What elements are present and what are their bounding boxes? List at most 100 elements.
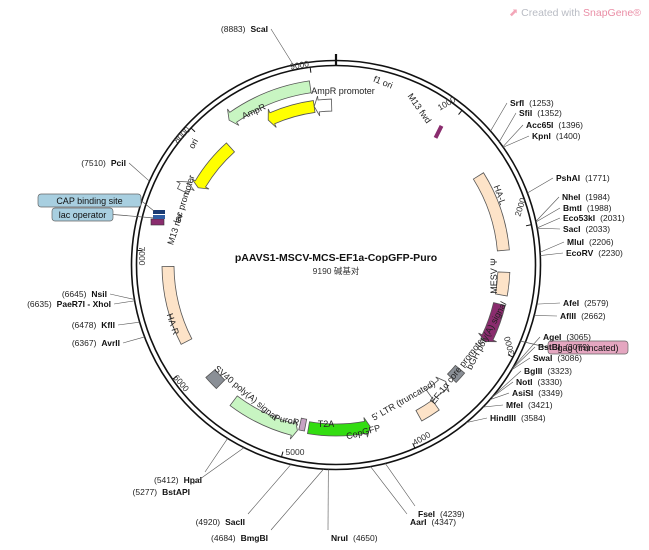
site-agei[interactable]: AgeI(3065): [512, 332, 591, 368]
site-position: (3065): [566, 332, 591, 342]
site-scai[interactable]: (8883)ScaI: [221, 24, 294, 66]
site-text: AarI(4347): [410, 517, 456, 527]
site-bstapi[interactable]: (5277)BstAPI: [133, 447, 245, 497]
site-pshai[interactable]: PshAI(1771): [527, 173, 610, 194]
feature-label: T2A: [318, 419, 335, 429]
site-kpni[interactable]: KpnI(1400): [503, 131, 581, 148]
site-saci[interactable]: SacI(2033): [537, 224, 610, 234]
site-mfei[interactable]: MfeI(3421): [483, 400, 553, 410]
boxed-label-gag-truncated-[interactable]: gag (truncated): [519, 340, 629, 355]
feature-ef-1-core-promoter-shape: [425, 376, 450, 401]
site-acc65i[interactable]: Acc65I(1396): [502, 120, 583, 147]
boxed-label-lac-operator[interactable]: lac operator: [51, 207, 155, 222]
site-text: (6367)AvrII: [72, 338, 120, 348]
site-nrui[interactable]: NruI(4650): [327, 469, 378, 543]
site-name: BmtI: [563, 203, 582, 213]
site-name: AfeI: [563, 298, 579, 308]
site-aari[interactable]: AarI(4347): [370, 466, 457, 527]
site-pcii[interactable]: (7510)PciI: [81, 158, 150, 182]
site-leader: [204, 438, 228, 473]
site-avrii[interactable]: (6367)AvrII: [72, 336, 145, 348]
feature-copgfp-shape: [307, 417, 371, 438]
site-text: (6478)KflI: [72, 320, 115, 330]
site-srfi[interactable]: SrfI(1253): [490, 98, 554, 132]
site-name: SfiI: [519, 108, 532, 118]
site-sfii[interactable]: SfiI(1352): [498, 108, 562, 142]
feature-label: EF-1α core promoter: [428, 334, 487, 406]
site-sacii[interactable]: (4920)SacII: [196, 464, 292, 527]
feature-mesv--shape: [494, 271, 511, 297]
site-text: BglII(3323): [524, 366, 572, 376]
feature-sv40-poly-a-signal[interactable]: [205, 369, 226, 390]
site-paer7i-xhoi[interactable]: (6635)PaeR7I - XhoI: [27, 299, 135, 309]
site-text: EcoRV(2230): [566, 248, 623, 258]
feature-sv40-poly-a-signal-shape: [205, 369, 226, 390]
feature-ef-1-core-promoter[interactable]: [425, 376, 450, 401]
feature-bgh-poly-a-signal[interactable]: [446, 364, 466, 384]
site-position: (6645): [62, 289, 87, 299]
feature-ha-l[interactable]: [472, 172, 510, 252]
feature-ampr-promoter[interactable]: [313, 95, 333, 117]
site-name: Eco53kI: [563, 213, 595, 223]
feature-5-ltr-truncated-[interactable]: [415, 399, 440, 422]
feature-f1-ori[interactable]: [267, 100, 316, 128]
site-ecorv[interactable]: EcoRV(2230): [540, 248, 623, 258]
feature-lac-promoter[interactable]: [176, 180, 195, 195]
feature-t2a[interactable]: [298, 417, 308, 432]
feature-ori[interactable]: [191, 142, 236, 190]
site-leader: [489, 392, 510, 400]
site-name: BmgBI: [241, 533, 268, 543]
feature-copgfp[interactable]: [307, 417, 371, 438]
site-position: (2033): [586, 224, 611, 234]
site-leader: [511, 346, 536, 370]
site-name: KpnI: [532, 131, 551, 141]
site-bglii[interactable]: BglII(3323): [492, 366, 572, 398]
site-afei[interactable]: AfeI(2579): [536, 298, 609, 308]
site-fsei[interactable]: FseI(4239): [385, 463, 465, 519]
site-hpai[interactable]: (5412)HpaI: [154, 438, 228, 485]
site-mlui[interactable]: MluI(2206): [539, 237, 614, 253]
site-position: (5277): [133, 487, 158, 497]
m13-rev-marker[interactable]: [150, 218, 165, 226]
site-asisi[interactable]: AsiSI(3349): [489, 388, 563, 400]
site-noti[interactable]: NotI(3330): [491, 377, 563, 398]
boxed-label-leader: [112, 214, 155, 219]
site-hindiii[interactable]: HindIII(3584): [466, 413, 546, 423]
cap-binding-marker[interactable]: [153, 210, 165, 214]
site-name: HpaI: [184, 475, 202, 485]
site-position: (3421): [528, 400, 553, 410]
site-position: (1771): [585, 173, 610, 183]
feature-ori-shape: [191, 142, 236, 190]
boxed-label-cap-binding-site[interactable]: CAP binding site: [37, 193, 155, 212]
site-position: (1253): [529, 98, 554, 108]
site-name: HindIII: [490, 413, 516, 423]
feature-ampr[interactable]: [227, 80, 312, 126]
feature-ha-l-shape: [472, 172, 510, 252]
site-bstbi[interactable]: BstBI(3079): [511, 342, 590, 370]
site-kfli[interactable]: (6478)KflI: [72, 320, 140, 330]
feature-puror[interactable]: [229, 395, 298, 440]
site-aflii[interactable]: AflII(2662): [534, 311, 606, 321]
site-name: SwaI: [533, 353, 552, 363]
site-leader: [535, 207, 561, 223]
site-nhei[interactable]: NheI(1984): [535, 192, 610, 222]
feature-ampr-shape: [227, 80, 312, 126]
site-leader: [370, 466, 408, 515]
m13-fwd-marker[interactable]: [433, 125, 444, 139]
site-name: MluI: [567, 237, 584, 247]
tick-label: 9000: [289, 58, 310, 71]
site-text: AfeI(2579): [563, 298, 609, 308]
site-nsii[interactable]: (6645) NsiI: [62, 289, 135, 300]
feature-ha-r[interactable]: [161, 265, 193, 345]
lac-operator-marker[interactable]: [153, 215, 165, 219]
site-bmti[interactable]: BmtI(1988): [535, 203, 612, 223]
site-eco53ki[interactable]: Eco53kI(2031): [536, 213, 625, 229]
feature-mesv-[interactable]: [494, 271, 511, 297]
site-text: AgeI(3065): [543, 332, 591, 342]
feature-gag-truncated[interactable]: [478, 302, 506, 343]
feature-ha-r-shape: [161, 265, 193, 345]
site-swai[interactable]: SwaI(3086): [511, 353, 582, 371]
site-name: NsiI: [91, 289, 107, 299]
site-bmgbi[interactable]: (4684)BmgBI: [211, 468, 324, 543]
